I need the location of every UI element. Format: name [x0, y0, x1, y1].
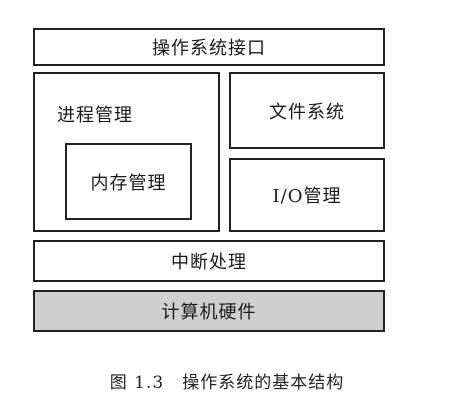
memory-management-label: 内存管理 [90, 172, 167, 194]
figure-caption-text: 操作系统的基本结构 [182, 373, 345, 393]
interrupt-handling-label: 中断处理 [171, 252, 247, 273]
interrupt-handling-box: 中断处理 [33, 240, 385, 282]
os-interface-box: 操作系统接口 [33, 28, 385, 66]
os-interface-label: 操作系统接口 [152, 38, 266, 59]
memory-management-box: 内存管理 [65, 143, 192, 220]
figure-number: 图 1.3 [109, 373, 165, 393]
file-system-label: 文件系统 [269, 101, 345, 123]
computer-hardware-box: 计算机硬件 [33, 290, 385, 332]
io-management-box: I/O管理 [229, 158, 385, 232]
process-management-label: 进程管理 [57, 105, 133, 126]
computer-hardware-label: 计算机硬件 [161, 302, 257, 323]
io-management-label: I/O管理 [272, 186, 342, 207]
file-system-box: 文件系统 [229, 72, 385, 149]
figure-caption: 图 1.3 操作系统的基本结构 [0, 368, 454, 393]
